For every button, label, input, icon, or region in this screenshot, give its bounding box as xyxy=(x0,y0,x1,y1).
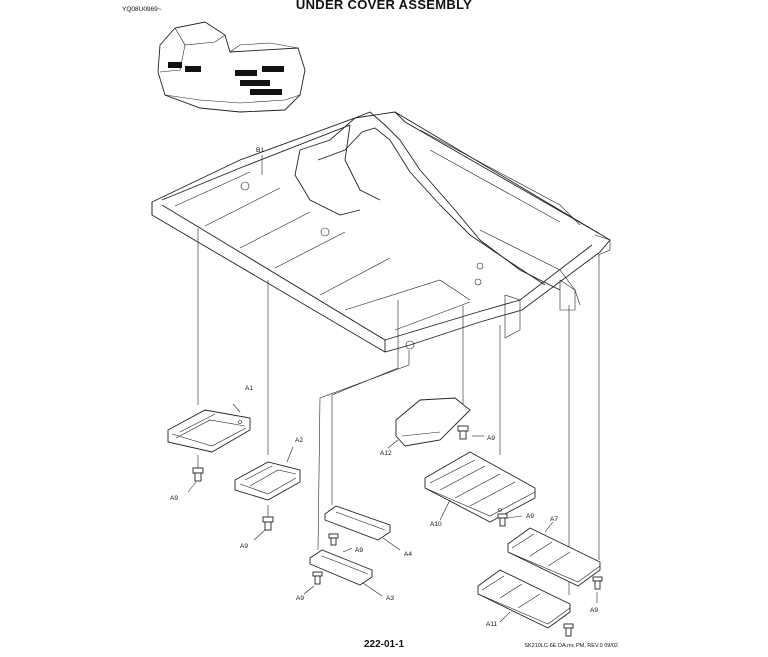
callout-a9-1: A9 xyxy=(170,495,178,502)
callout-a9-7: A9 xyxy=(590,607,598,614)
upper-frame xyxy=(151,111,611,353)
cover-a12 xyxy=(387,397,471,449)
machine-thumbnail xyxy=(157,21,306,113)
callout-a2: A2 xyxy=(295,437,303,444)
cover-a2 xyxy=(234,446,301,501)
callout-a4: A4 xyxy=(404,551,412,558)
callout-b1: B1 xyxy=(256,147,264,154)
cover-a4 xyxy=(324,505,401,551)
cover-a3 xyxy=(309,549,383,597)
callout-a9-6: A9 xyxy=(526,513,534,520)
bolt-a9-1 xyxy=(187,455,204,493)
bolt-a9-7 xyxy=(592,576,603,603)
bolt-a9-5 xyxy=(457,425,484,440)
cover-a11 xyxy=(477,569,571,629)
page-number: 222-01-1 xyxy=(363,639,405,650)
page-title: UNDER COVER ASSEMBLY xyxy=(295,0,473,12)
footer-text: SK210LC-6E DA.mc PM, REV.0 09/02 xyxy=(524,643,618,649)
bolt-a9-6 xyxy=(497,513,523,527)
bolt-a9-8 xyxy=(563,623,574,637)
callout-a9-4: A9 xyxy=(296,595,304,602)
cover-a1 xyxy=(167,403,251,453)
bolt-a9-2 xyxy=(253,505,274,541)
bolt-a9-3 xyxy=(328,533,353,553)
callout-a9-2: A9 xyxy=(240,543,248,550)
callout-a7: A7 xyxy=(550,516,558,523)
cover-a10 xyxy=(424,451,536,523)
reference-code: YQ08U0969~ xyxy=(122,6,162,13)
bolt-a9-4 xyxy=(303,571,323,595)
callout-a1: A1 xyxy=(245,385,253,392)
callout-a3: A3 xyxy=(386,595,394,602)
cover-a7 xyxy=(507,521,601,587)
leader-lines xyxy=(197,228,600,595)
callout-a9-5: A9 xyxy=(487,435,495,442)
callout-a10: A10 xyxy=(430,521,442,528)
callout-a11: A11 xyxy=(486,621,497,628)
callout-a9-3: A9 xyxy=(355,547,363,554)
callout-a12: A12 xyxy=(380,450,392,457)
